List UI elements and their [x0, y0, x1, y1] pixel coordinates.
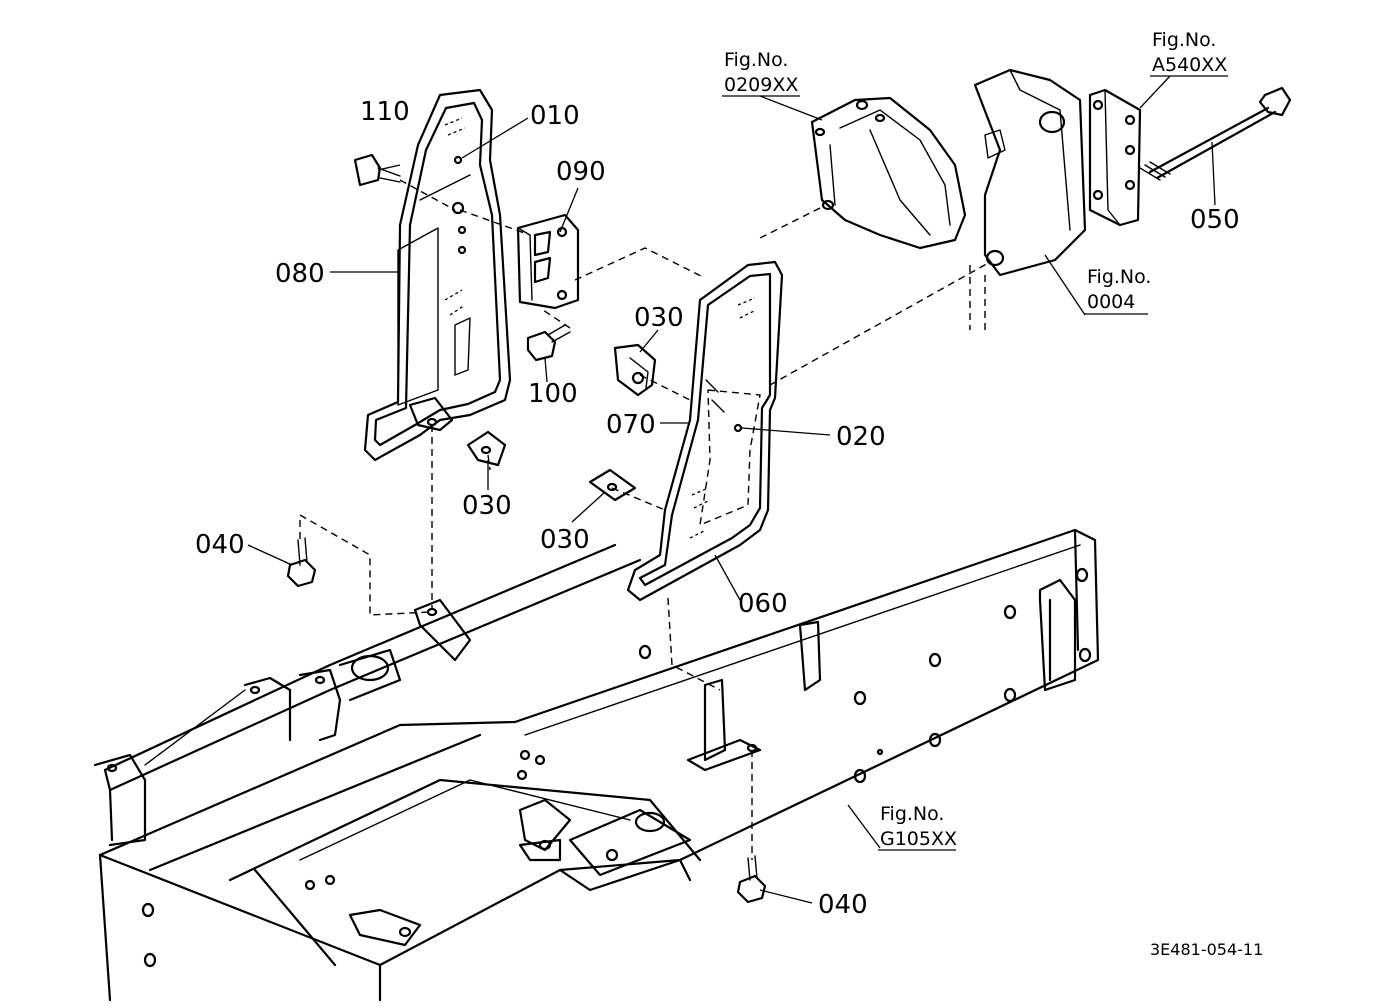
- leader-lines: [247, 75, 1216, 904]
- bracket-090: [516, 213, 580, 310]
- callout-050: 050: [1190, 205, 1240, 235]
- callout-labels: 110 010 090 080 100 030 030 030 070 020 …: [195, 97, 1240, 920]
- callout-100: 100: [528, 379, 578, 409]
- clip-030-left: [466, 430, 507, 467]
- drawing-code: 3E481-054-11: [1150, 940, 1263, 959]
- fig-ref-label: Fig.No.: [1087, 266, 1151, 288]
- fig-ref-number: 0209XX: [724, 74, 798, 96]
- fig-ref-number: A540XX: [1152, 54, 1227, 76]
- plate-fig-A540XX: [1088, 88, 1142, 227]
- callout-030-left: 030: [462, 491, 512, 521]
- bolt-040-left: [286, 537, 317, 588]
- fig-ref-G105XX: Fig.No. G105XX: [878, 803, 957, 851]
- fig-ref-number: 0004: [1087, 291, 1135, 313]
- fig-ref-label: Fig.No.: [880, 803, 944, 825]
- callout-030-lower: 030: [540, 525, 590, 555]
- callout-060: 060: [738, 589, 788, 619]
- callout-010: 010: [530, 101, 580, 131]
- fig-ref-number: G105XX: [880, 828, 957, 850]
- cover-fig-0209XX: [810, 96, 967, 250]
- callout-070: 070: [606, 410, 656, 440]
- fig-ref-0209XX: Fig.No. 0209XX: [722, 49, 800, 97]
- assembly-lines: [299, 207, 991, 860]
- fig-ref-label: Fig.No.: [1152, 29, 1216, 51]
- clip-030-upper: [613, 343, 657, 397]
- left-step-assembly: [363, 88, 512, 462]
- bolt-100: [526, 307, 571, 362]
- housing-fig-0004: [969, 68, 1087, 330]
- fig-ref-label: Fig.No.: [724, 49, 788, 71]
- callout-080: 080: [275, 259, 325, 289]
- fig-ref-0004: Fig.No. 0004: [1085, 266, 1151, 315]
- fig-ref-A540XX: Fig.No. A540XX: [1150, 29, 1228, 77]
- callout-040-right: 040: [818, 890, 868, 920]
- bolt-050: [1139, 86, 1292, 181]
- bolt-040-right: [736, 855, 767, 904]
- callout-040-left: 040: [195, 530, 245, 560]
- frame-assembly: [93, 528, 1100, 1002]
- callout-090: 090: [556, 157, 606, 187]
- right-step-assembly: [626, 260, 784, 602]
- bolt-110: [353, 153, 456, 211]
- callout-030-upper: 030: [634, 303, 684, 333]
- callout-020: 020: [836, 422, 886, 452]
- callout-110: 110: [360, 97, 410, 127]
